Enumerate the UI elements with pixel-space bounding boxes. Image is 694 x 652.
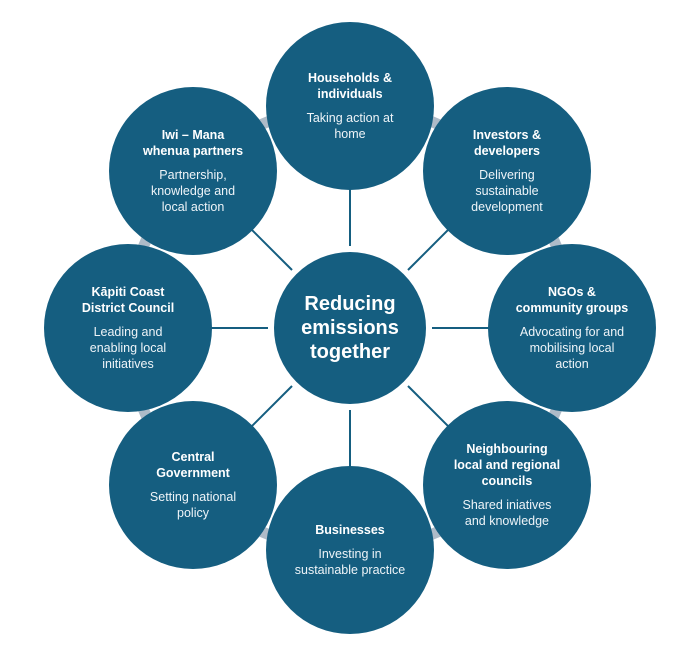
node-ngos: NGOs & community groups Advocating for a… (488, 244, 656, 412)
node-businesses: Businesses Investing in sustainable prac… (266, 466, 434, 634)
node-title: Businesses (315, 523, 385, 537)
node-description: Setting national policy (149, 489, 237, 520)
node-title: Neighbouring local and regional councils (453, 441, 561, 488)
node-title: Kāpiti Coast District Council (81, 285, 175, 315)
node-title: Central Government (156, 449, 230, 480)
spoke-line (407, 224, 454, 271)
node-description: Partnership, knowledge and local action (150, 168, 236, 215)
node-neighbouring-councils: Neighbouring local and regional councils… (422, 400, 591, 569)
node-iwi: Iwi – Mana whenua partners Partnership, … (109, 87, 278, 256)
node-description: Leading and enabling local initiatives (89, 325, 167, 371)
node-title: Households & individuals (307, 71, 393, 101)
node-title: Investors & developers (472, 128, 542, 159)
node-kapiti-council: Kāpiti Coast District Council Leading an… (44, 244, 212, 412)
node-description: Delivering sustainable development (471, 168, 543, 215)
spoke-line (407, 385, 454, 432)
node-description: Investing in sustainable practice (294, 547, 406, 577)
node-households: Households & individuals Taking action a… (266, 22, 434, 190)
node-title: NGOs & community groups (515, 285, 629, 315)
node-central-government: Central Government Setting national poli… (109, 400, 278, 569)
spoke-line (246, 385, 293, 432)
node-description: Taking action at home (306, 111, 394, 141)
node-description: Shared iniatives and knowledge (462, 497, 552, 528)
center-title: Reducing emissions together (301, 293, 399, 363)
node-investors: Investors & developers Delivering sustai… (422, 87, 591, 256)
spoke-line (246, 224, 293, 271)
node-description: Advocating for and mobilising local acti… (519, 325, 625, 371)
spokes (205, 183, 495, 473)
center-node: Reducing emissions together (274, 252, 426, 404)
node-title: Iwi – Mana whenua partners (143, 128, 244, 159)
